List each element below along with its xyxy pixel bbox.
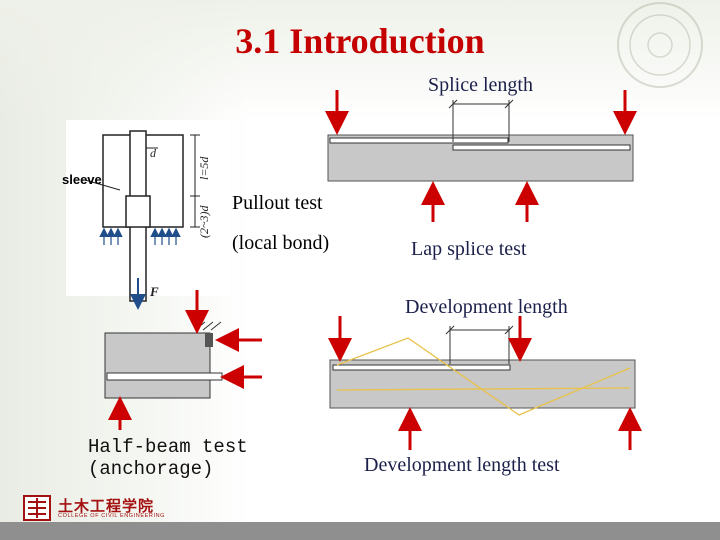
background-gradient-top: [0, 0, 720, 120]
development-length-diagram: [328, 316, 642, 450]
pullout-dimension-lines: [146, 134, 200, 228]
footer-bar: [0, 522, 720, 540]
moment-baseline: [336, 387, 631, 391]
college-logo-name: 土木工程学院: [58, 497, 155, 515]
lap-splice-test-label: Lap splice test: [411, 238, 527, 260]
half-beam-bearing: [205, 333, 213, 347]
moment-diagram-line: [336, 337, 631, 416]
dim-l-5d: l=5d: [197, 156, 211, 180]
lap-splice-bar-right: [452, 144, 631, 151]
half-beam-bar: [106, 372, 223, 381]
splice-length-label: Splice length: [428, 74, 533, 96]
pullout-test-label: Pullout test: [232, 192, 323, 214]
college-logo-emblem: [23, 495, 51, 521]
development-length-test-label: Development length test: [364, 454, 560, 476]
lap-splice-diagram: [325, 90, 637, 222]
development-length-dimension: [445, 325, 514, 364]
pullout-test-diagram: d l=5d (2~3)d F: [66, 120, 230, 310]
dim-2-3d: (2~3)d: [197, 205, 211, 238]
half-beam-diagram: [104, 290, 262, 430]
half-beam-block: [104, 332, 211, 399]
dim-d-top: d: [150, 146, 157, 160]
lap-splice-bar-left: [329, 137, 509, 144]
half-beam-test-label: Half-beam test (anchorage): [88, 436, 248, 480]
dim-force-f: F: [149, 284, 159, 299]
support-reaction-arrows: [99, 227, 181, 245]
pullout-sleeve: [125, 195, 151, 228]
local-bond-label: (local bond): [232, 232, 330, 254]
college-logo-subtitle: COLLEGE OF CIVIL ENGINEERING: [58, 513, 166, 519]
development-bar: [332, 364, 511, 371]
splice-length-dimension: [448, 99, 514, 142]
sleeve-label: sleeve: [62, 172, 102, 187]
development-length-label: Development length: [405, 296, 568, 318]
slide-title: 3.1 Introduction: [235, 21, 485, 61]
university-seal-watermark: [617, 2, 703, 88]
